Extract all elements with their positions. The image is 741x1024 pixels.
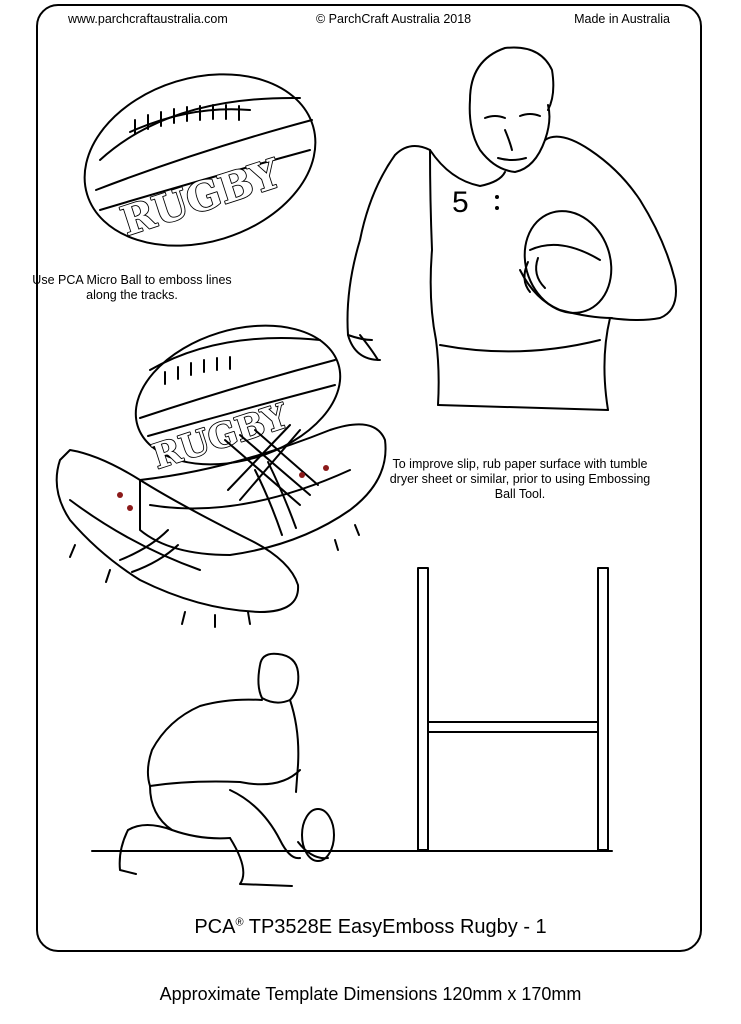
- registered-mark: ®: [235, 916, 244, 929]
- slip-note: To improve slip, rub paper surface with …: [389, 457, 651, 501]
- dimensions-text: Approximate Template Dimensions 120mm x …: [159, 984, 582, 1004]
- rugby-ball-top: RUGBY: [83, 73, 317, 247]
- product-title: PCA® TP3528E EasyEmboss Rugby - 1: [0, 916, 741, 939]
- jersey-number: 5: [452, 186, 469, 219]
- template-sheet: www.parchcraftaustralia.com © ParchCraft…: [36, 4, 702, 952]
- ball-word-top: RUGBY: [115, 150, 286, 245]
- goal-posts: [417, 567, 609, 851]
- product-code-name: TP3528E EasyEmboss Rugby - 1: [248, 916, 547, 938]
- origin-text: Made in Australia: [574, 12, 670, 26]
- micro-ball-note: Use PCA Micro Ball to emboss lines along…: [32, 273, 232, 302]
- kneeling-kicker: [118, 652, 335, 887]
- website-text: www.parchcraftaustralia.com: [68, 12, 228, 26]
- brand-text: PCA: [194, 916, 236, 938]
- copyright-text: © ParchCraft Australia 2018: [316, 12, 472, 26]
- ball-and-boots: RUGBY: [55, 324, 387, 628]
- running-player: 5: [346, 46, 677, 411]
